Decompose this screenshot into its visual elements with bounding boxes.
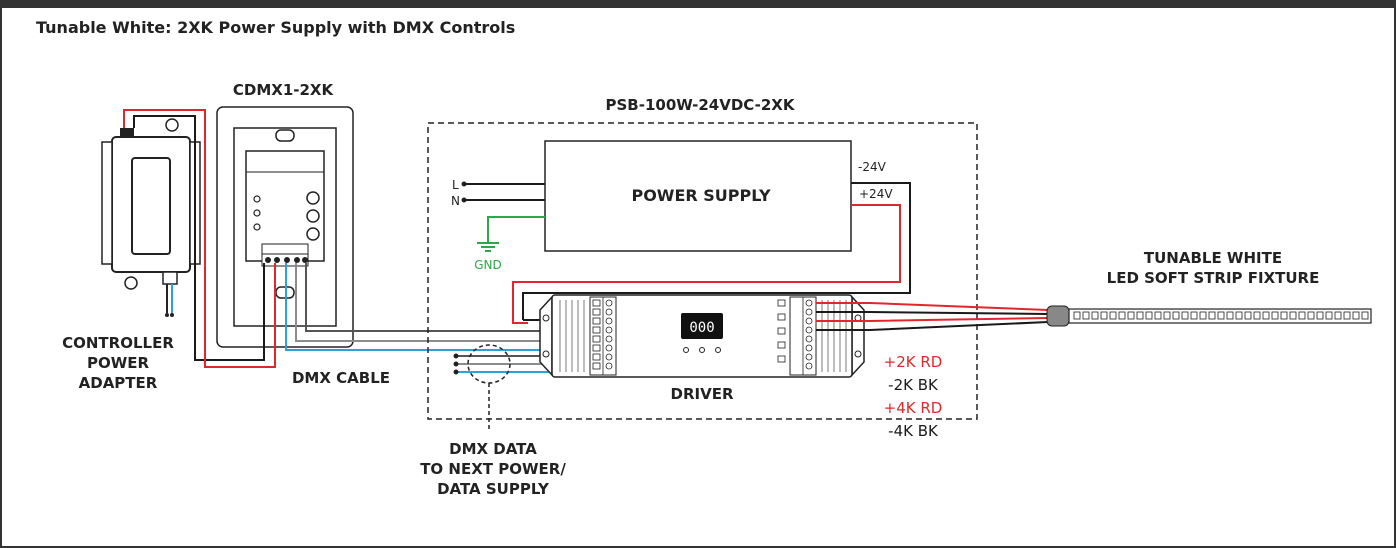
dmx-wall-controller bbox=[216, 106, 354, 348]
dmx-out-terminal-3 bbox=[453, 369, 459, 375]
led-chip bbox=[1361, 311, 1369, 320]
controller-model-label: CDMX1-2XK bbox=[233, 81, 335, 99]
power-supply-box bbox=[544, 140, 852, 252]
dmx-out-terminal-2 bbox=[453, 361, 459, 367]
led-chip bbox=[1352, 311, 1360, 320]
led-chip bbox=[1253, 311, 1261, 320]
led-chip bbox=[1190, 311, 1198, 320]
dmx-data-label-line1: DMX DATA bbox=[449, 440, 537, 458]
led-chip bbox=[1109, 311, 1117, 320]
led-chip bbox=[1244, 311, 1252, 320]
dmx-out-terminal-1 bbox=[453, 353, 459, 359]
led-strip-fixture bbox=[1046, 305, 1372, 327]
led-chip bbox=[1289, 311, 1297, 320]
gnd-label: GND bbox=[474, 258, 502, 272]
led-chip bbox=[1217, 311, 1225, 320]
led-chip bbox=[1199, 311, 1207, 320]
adapter-label-line1: CONTROLLER bbox=[62, 334, 174, 352]
led-chip bbox=[1235, 311, 1243, 320]
plus24-wire bbox=[512, 204, 901, 324]
legend-item-2: -2K BK bbox=[888, 376, 939, 394]
psu-model-label: PSB-100W-24VDC-2XK bbox=[605, 96, 795, 114]
dmx-data-out-wires bbox=[456, 355, 552, 373]
legend-item-1: +2K RD bbox=[884, 353, 943, 371]
diagram-title: Tunable White: 2XK Power Supply with DMX… bbox=[36, 18, 515, 37]
led-chip bbox=[1334, 311, 1342, 320]
led-chip bbox=[1118, 311, 1126, 320]
led-chip bbox=[1154, 311, 1162, 320]
controller-wires bbox=[123, 109, 276, 368]
dmx-data-label-line2: TO NEXT POWER/ bbox=[420, 460, 566, 478]
led-chip bbox=[1163, 311, 1171, 320]
adapter-label-line3: ADAPTER bbox=[79, 374, 158, 392]
legend-item-4: -4K BK bbox=[888, 422, 939, 440]
plus24-label: +24V bbox=[859, 187, 893, 201]
led-chip bbox=[1208, 311, 1216, 320]
led-chip bbox=[1271, 311, 1279, 320]
led-chip bbox=[1307, 311, 1315, 320]
dmx-data-label-line3: DATA SUPPLY bbox=[437, 480, 550, 498]
minus24-label: -24V bbox=[858, 160, 887, 174]
fixture-label-line2: LED SOFT STRIP FIXTURE bbox=[1107, 269, 1320, 287]
led-chip bbox=[1145, 311, 1153, 320]
led-chip bbox=[1082, 311, 1090, 320]
minus24-wire bbox=[522, 182, 911, 320]
driver-display: 000 bbox=[689, 320, 714, 336]
psu-enclosure bbox=[427, 122, 978, 420]
led-chip bbox=[1280, 311, 1288, 320]
led-chip bbox=[1073, 311, 1081, 320]
dmx-cable-label: DMX CABLE bbox=[292, 369, 390, 387]
led-chip bbox=[1262, 311, 1270, 320]
led-chip bbox=[1136, 311, 1144, 320]
led-chip bbox=[1343, 311, 1351, 320]
led-chip bbox=[1181, 311, 1189, 320]
led-chip bbox=[1100, 311, 1108, 320]
led-chip bbox=[1127, 311, 1135, 320]
led-chip bbox=[1226, 311, 1234, 320]
adapter-label-line2: POWER bbox=[87, 354, 150, 372]
input-l-label: L bbox=[452, 178, 459, 192]
power-supply-label: POWER SUPPLY bbox=[631, 186, 770, 205]
top-bar bbox=[0, 0, 1396, 8]
led-output-wires bbox=[816, 302, 1049, 331]
led-chip bbox=[1316, 311, 1324, 320]
legend-item-3: +4K RD bbox=[884, 399, 943, 417]
ground-wire bbox=[487, 216, 545, 242]
led-chip bbox=[1325, 311, 1333, 320]
input-n-label: N bbox=[451, 194, 460, 208]
led-chip bbox=[1172, 311, 1180, 320]
fixture-label-line1: TUNABLE WHITE bbox=[1144, 249, 1282, 267]
led-chip bbox=[1298, 311, 1306, 320]
led-chip bbox=[1091, 311, 1099, 320]
driver-label: DRIVER bbox=[671, 385, 734, 403]
dmx-driver: 000 bbox=[539, 294, 865, 378]
